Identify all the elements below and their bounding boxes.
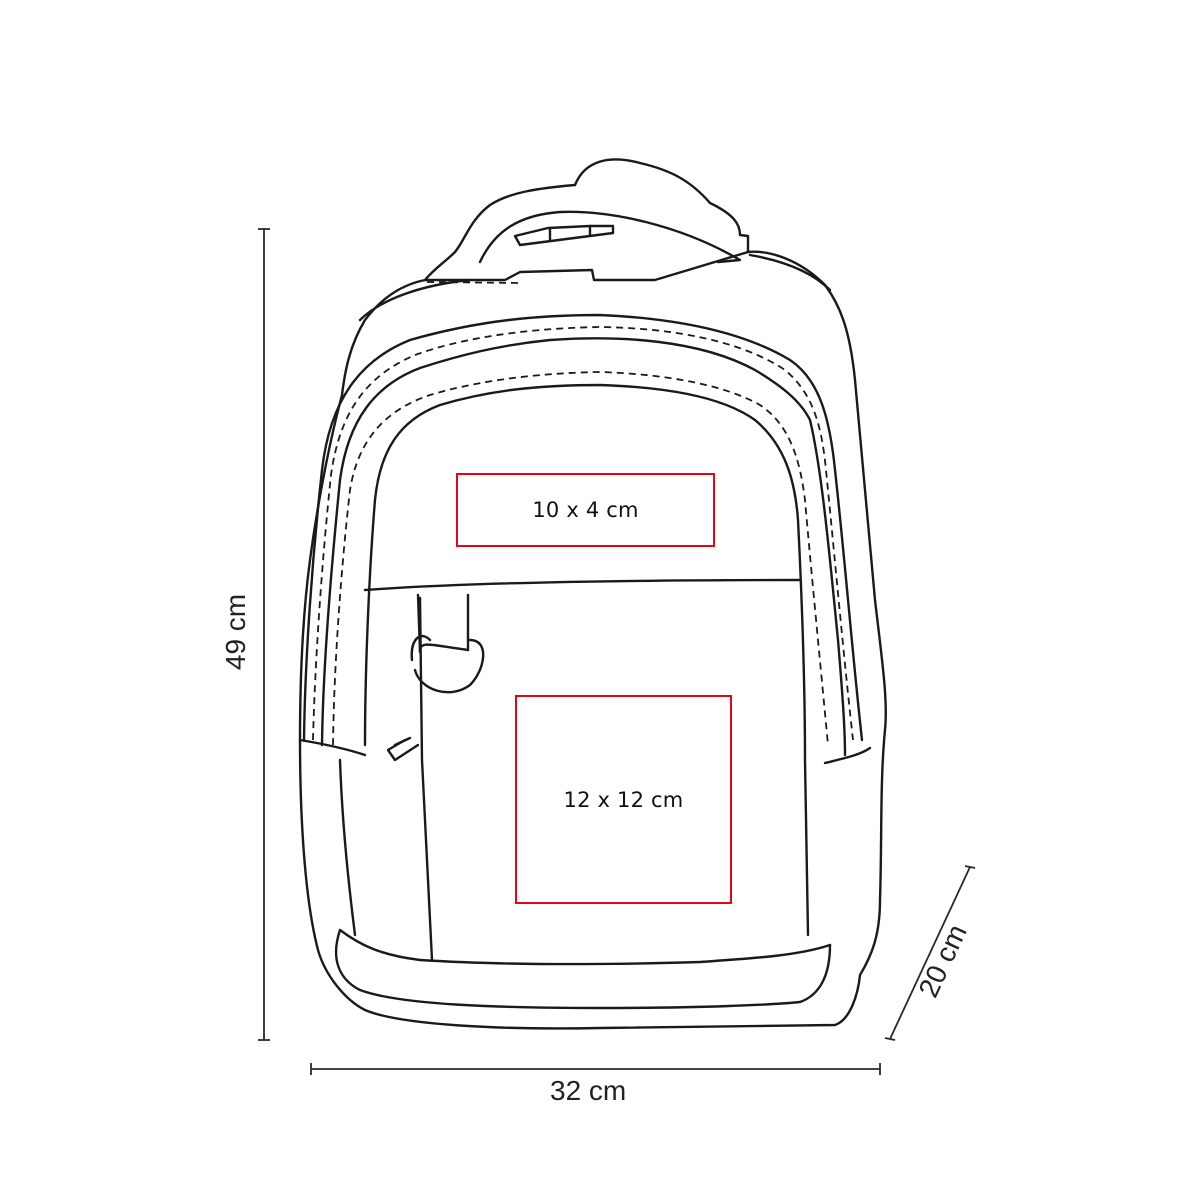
print-area-top-pocket-label: 10 x 4 cm [532,498,639,522]
dimension-lines [258,228,976,1075]
outer-zip-panel [302,313,864,937]
print-area-front-pocket: 12 x 12 cm [515,695,732,904]
width-dimension-label: 32 cm [550,1075,627,1106]
depth-dimension-line [889,866,971,1040]
print-area-top-pocket: 10 x 4 cm [456,473,715,547]
print-area-front-pocket-label: 12 x 12 cm [563,787,684,812]
height-dimension-label: 49 cm [220,593,252,671]
front-pocket [363,578,802,962]
backpack-body [298,250,887,1030]
carry-handle [423,158,750,282]
zip-stitching [312,281,854,746]
